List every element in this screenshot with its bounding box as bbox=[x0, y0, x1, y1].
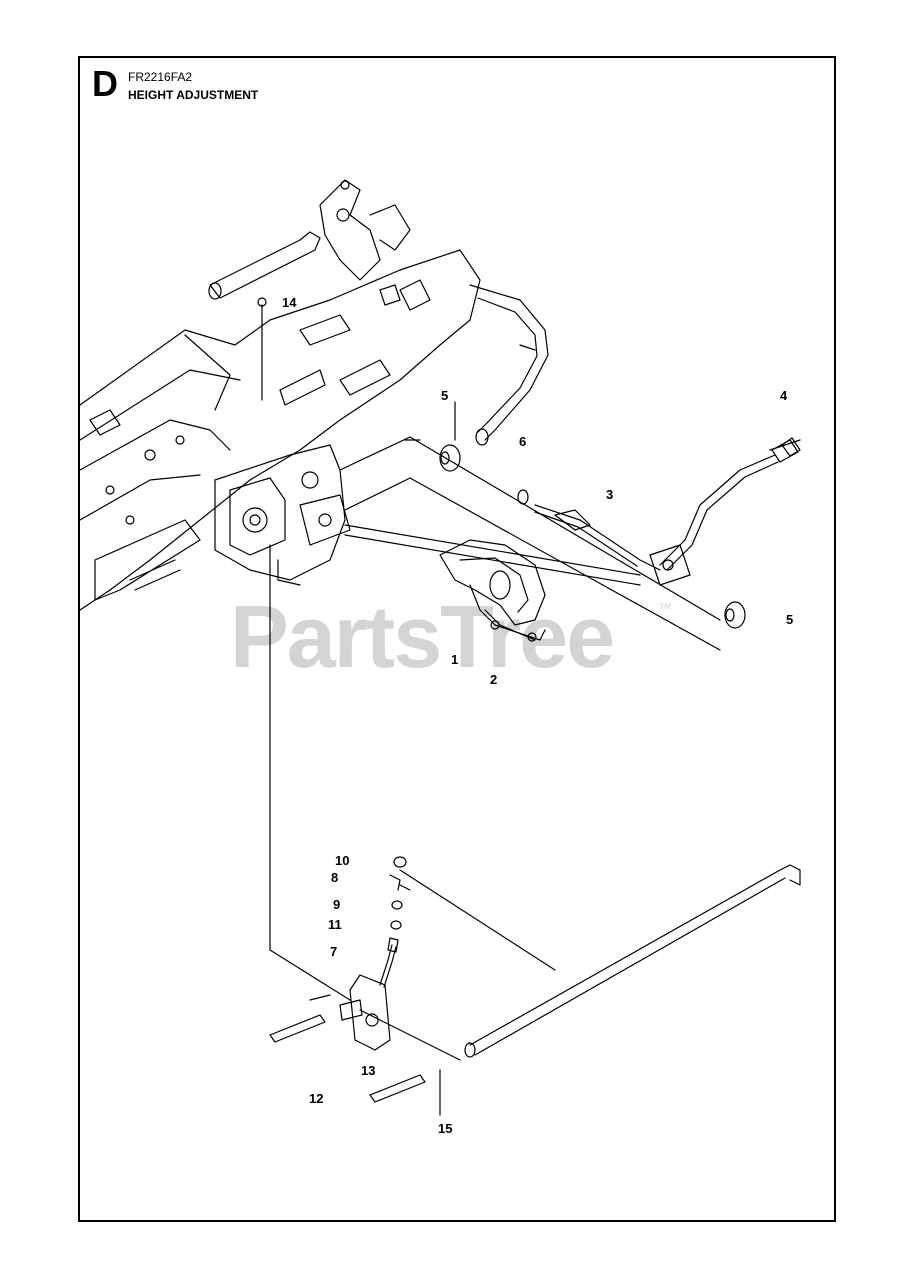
pin-lower bbox=[369, 1074, 426, 1103]
callout-13: 13 bbox=[361, 1063, 376, 1078]
callout-7: 7 bbox=[330, 944, 338, 959]
lower-bracket bbox=[339, 974, 391, 1051]
link-rod bbox=[464, 864, 801, 1058]
callout-5-top: 5 bbox=[441, 388, 449, 403]
lift-lever bbox=[534, 437, 801, 586]
diagram-title: HEIGHT ADJUSTMENT bbox=[128, 88, 259, 102]
callout-12: 12 bbox=[309, 1091, 324, 1106]
steering-column bbox=[319, 179, 411, 306]
callout-2: 2 bbox=[490, 672, 498, 687]
callout-8: 8 bbox=[331, 870, 339, 885]
section-letter: D bbox=[92, 63, 118, 104]
handle-bar bbox=[208, 231, 549, 446]
washer bbox=[517, 489, 529, 505]
callout-1: 1 bbox=[451, 652, 459, 667]
callout-6: 6 bbox=[519, 434, 527, 449]
chassis-frame bbox=[79, 249, 481, 611]
pin-upper bbox=[269, 1014, 326, 1043]
lift-bracket bbox=[214, 444, 351, 586]
callout-3: 3 bbox=[606, 487, 614, 502]
callout-4: 4 bbox=[780, 388, 788, 403]
watermark-logo: PartsTree bbox=[230, 587, 615, 686]
bushing-right bbox=[724, 601, 746, 629]
bolt bbox=[389, 874, 401, 891]
spring-cover bbox=[439, 539, 546, 642]
callout-9: 9 bbox=[333, 897, 341, 912]
callout-15: 15 bbox=[438, 1121, 453, 1136]
callout-14: 14 bbox=[282, 295, 297, 310]
callout-10: 10 bbox=[335, 853, 350, 868]
adjusting-rod bbox=[379, 937, 399, 988]
callout-11: 11 bbox=[328, 917, 342, 932]
trademark-symbol: ™ bbox=[658, 600, 672, 616]
lift-shaft bbox=[339, 436, 721, 651]
drawing-frame bbox=[78, 56, 836, 1222]
bushing-top bbox=[439, 444, 461, 472]
callout-5-right: 5 bbox=[786, 612, 794, 627]
model-code: FR2216FA2 bbox=[128, 70, 193, 84]
leader-lines bbox=[257, 297, 801, 1116]
small-washers bbox=[390, 900, 403, 930]
nut bbox=[393, 856, 407, 868]
